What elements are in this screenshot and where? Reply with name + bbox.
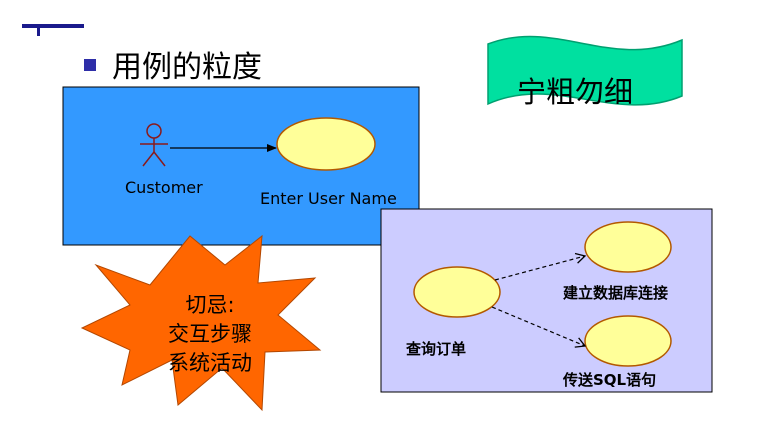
corner-decoration [22,24,84,28]
flag-banner [487,35,683,106]
actor-icon [140,123,168,167]
included-use-case-label: 传送SQL语句 [563,371,657,389]
blue-panel [62,86,420,246]
warning-starburst [80,234,322,412]
title-bullet [84,59,96,71]
include-arrow-db [494,252,587,281]
use-case-label: Enter User Name [260,189,397,208]
include-arrow-sql [491,306,587,348]
page-title: 用例的粒度 [112,50,262,85]
base-use-case-label: 查询订单 [406,340,467,358]
use-case-db-connect [584,221,672,273]
use-case-query-order [413,266,501,318]
actor-label: Customer [125,178,203,197]
warning-line: 交互步骤 [168,322,252,346]
warning-text: 切忌: 交互步骤 系统活动 [155,291,265,378]
warning-line: 切忌: [185,293,235,317]
corner-decoration-tick [37,28,40,36]
flag-text: 宁粗勿细 [517,75,634,109]
use-case-send-sql [584,315,672,367]
use-case-enter-user-name [276,117,376,171]
included-use-case-label: 建立数据库连接 [563,284,669,302]
warning-line: 系统活动 [168,351,252,375]
